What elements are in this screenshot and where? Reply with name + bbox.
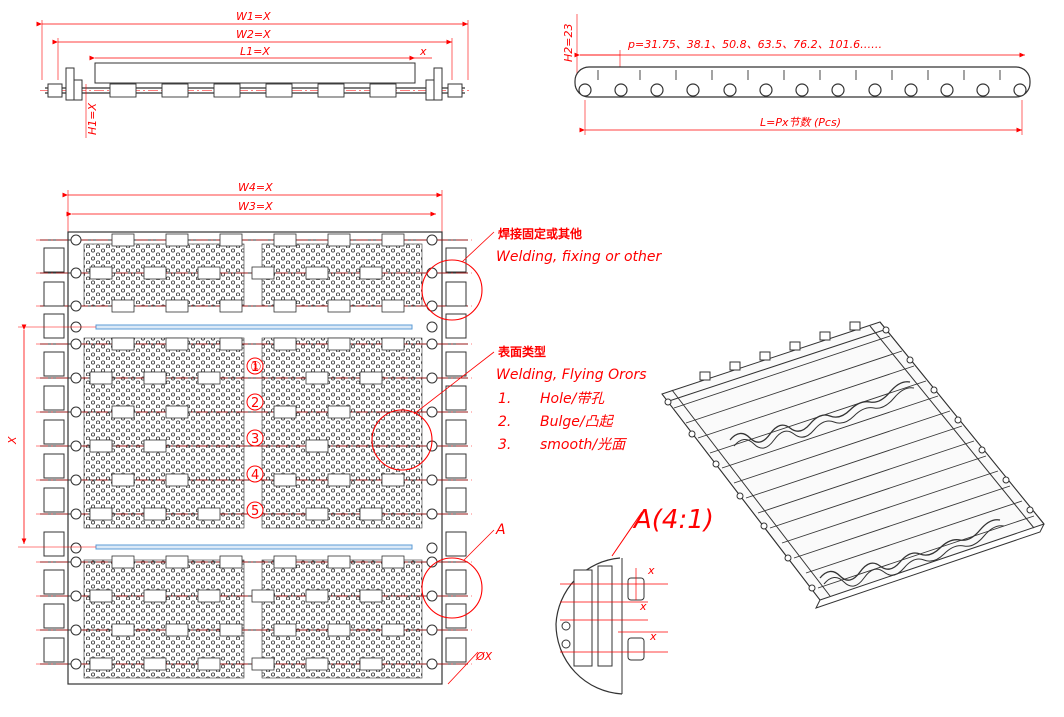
surface-callout-circle [371,409,433,471]
top-view: W1=X W2=X L1=X x H1=X [36,10,470,138]
surface-item-3-text: smooth/光面 [540,437,627,453]
detail-a-label: A [495,522,506,538]
detail-a-callout-circle [421,557,483,619]
diameter-label: ØX [475,650,492,663]
welding-en-label: Welding, fixing or other [496,249,663,265]
h1-label: H1=X [86,103,99,135]
detail-x-label-1: x [647,564,655,577]
surface-item-1-num: 1. [498,391,511,407]
welding-cn-label: 焊接固定或其他 [498,226,582,241]
surface-item-3-num: 3. [498,437,511,453]
h2-label: H2=23 [562,24,575,62]
length-label: L=Px节数 (Pcs) [760,116,841,129]
surface-item-2-text: Bulge/凸起 [540,414,615,430]
pitch-label: p=31.75、38.1、50.8、63.5、76.2、101.6…… [627,38,882,51]
row-num-4: 4 [251,468,259,483]
detail-a-view: A(4:1) x x x [555,505,714,695]
row-num-1: 1 [251,360,259,375]
w3-label: W3=X [238,200,273,213]
side-view: p=31.75、38.1、50.8、63.5、76.2、101.6…… H2=2… [562,14,1031,135]
l1-label: L1=X [240,45,270,58]
isometric-view [661,321,1045,609]
row-num-5: 5 [251,504,259,519]
surface-cn-label: 表面类型 [497,344,546,359]
w1-label: W1=X [236,10,271,23]
front-view: W4=X W3=X [6,181,495,685]
surface-item-1-text: Hole/带孔 [540,391,605,407]
x-label: x [419,45,427,58]
welding-callout-circle [421,259,483,321]
detail-x-label-2: x [639,600,647,613]
row-marker-1: ① [250,360,262,375]
flight-bar-bottom [95,544,413,550]
surface-item-2-num: 2. [498,414,511,430]
detail-x-label-3: x [649,630,657,643]
annotations: 焊接固定或其他 Welding, fixing or other 表面类型 We… [495,226,663,538]
pitch-x-label: X [6,436,19,445]
surface-en-label: Welding, Flying Orors [496,367,647,383]
detail-a-title: A(4:1) [632,505,714,535]
chain-rollers [578,83,1027,97]
w4-label: W4=X [238,181,273,194]
row-num-3: 3 [251,432,259,447]
w2-label: W2=X [236,28,271,41]
flight-bar-top [95,324,413,330]
row-num-2: 2 [251,396,259,411]
